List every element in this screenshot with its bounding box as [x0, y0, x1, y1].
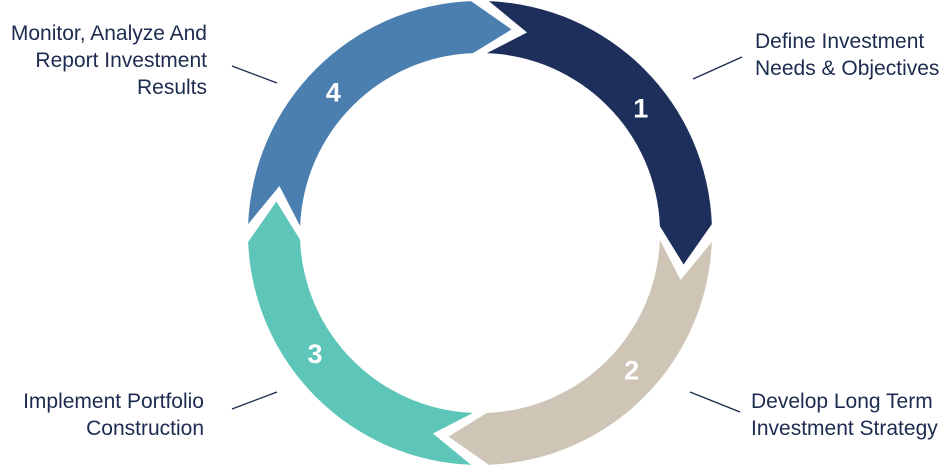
step-2-number: 2 — [624, 356, 639, 386]
step-2-label-line-2: Investment Strategy — [751, 417, 938, 440]
step-1-number: 1 — [633, 93, 648, 123]
step-3-label: Implement Portfolio Construction — [23, 388, 204, 442]
cycle-segment-3 — [248, 201, 474, 465]
step-3-label-line-2: Construction — [86, 417, 204, 440]
step-4-label-line-2: Report Investment — [35, 49, 207, 72]
step-2-connector-line — [689, 391, 741, 413]
step-4-label: Monitor, Analyze And Report Investment R… — [11, 20, 207, 101]
step-1-label-line-2: Needs & Objectives — [755, 57, 940, 80]
step-4-label-line-3: Results — [136, 76, 207, 99]
step-4-connector-line — [231, 65, 278, 84]
step-3-label-line-1: Implement Portfolio — [23, 390, 204, 413]
step-2-label: Develop Long Term Investment Strategy — [751, 388, 938, 442]
step-4-label-line-1: Monitor, Analyze And — [10, 22, 207, 45]
cycle-segment-1 — [486, 1, 712, 265]
cycle-segment-4 — [248, 1, 512, 227]
step-2-label-line-1: Develop Long Term — [751, 390, 933, 413]
step-1-connector-line — [692, 56, 743, 80]
step-4-number: 4 — [326, 77, 341, 107]
step-1-label: Define Investment Needs & Objectives — [755, 28, 939, 82]
step-3-number: 3 — [307, 339, 322, 369]
step-1-label-line-1: Define Investment — [755, 30, 925, 53]
step-3-connector-line — [231, 391, 278, 410]
cycle-segment-2 — [448, 239, 712, 465]
